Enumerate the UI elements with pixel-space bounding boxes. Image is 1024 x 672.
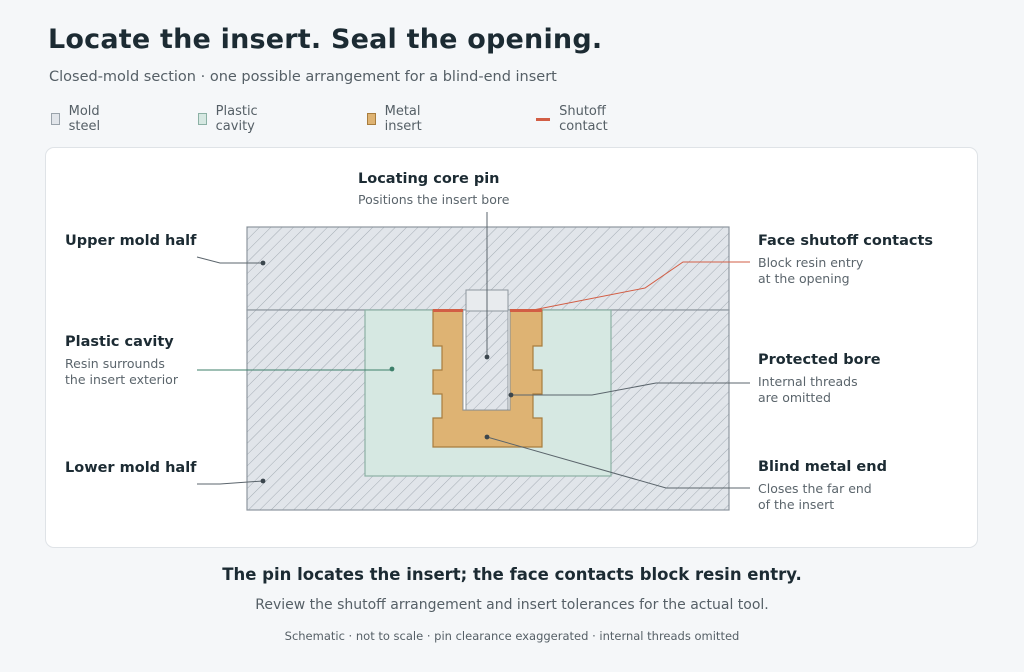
leader-dot-blind-end — [484, 434, 490, 440]
leader-protected-bore — [512, 382, 750, 396]
leader-upper-half — [196, 256, 263, 264]
label-core-pin-desc: Positions the insert bore — [358, 192, 510, 207]
shutoff-contact-swatch — [536, 117, 551, 121]
legend-label-metal-insert: Metal insert — [384, 104, 422, 134]
leader-lower-half — [197, 480, 264, 485]
legend-item-shutoff-contact: Shutoff contact — [536, 104, 618, 134]
leader-dot-core-pin — [484, 354, 490, 360]
label-plastic-cavity-title: Plastic cavity — [65, 334, 174, 350]
metal-insert-swatch — [367, 113, 376, 125]
label-blind-end-desc1: Closes the far end — [758, 481, 872, 496]
label-protected-bore-desc2: are omitted — [758, 390, 831, 405]
page-title: Locate the insert. Seal the opening. — [48, 24, 603, 55]
label-face-shutoff-title: Face shutoff contacts — [758, 233, 933, 249]
footnote-text: Schematic · not to scale · pin clearance… — [284, 629, 740, 643]
leader-dot-upper-half — [260, 260, 266, 266]
legend-label-shutoff-contact: Shutoff contact — [559, 104, 608, 134]
label-lower-half-title: Lower mold half — [65, 460, 197, 476]
label-protected-bore-desc1: Internal threads — [758, 374, 858, 389]
legend-label-mold-steel: Mold steel — [68, 104, 101, 134]
leader-dot-lower-half — [260, 478, 266, 484]
legend-item-mold-steel: Mold steel — [51, 104, 105, 134]
conclusion-text: The pin locates the insert; the face con… — [222, 565, 802, 584]
label-blind-end-desc2: of the insert — [758, 497, 834, 512]
label-face-shutoff-desc2: at the opening — [758, 271, 850, 286]
mold-steel-swatch — [51, 113, 60, 125]
plastic-cavity-swatch — [198, 113, 207, 125]
legend-item-metal-insert: Metal insert — [367, 104, 427, 134]
label-plastic-cavity-desc1: Resin surrounds — [65, 356, 165, 371]
label-plastic-cavity-desc2: the insert exterior — [65, 372, 179, 387]
leader-dot-protected-bore — [508, 392, 514, 398]
page-subtitle: Closed-mold section · one possible arran… — [49, 69, 557, 85]
leader-blind-end — [486, 436, 750, 489]
label-protected-bore-title: Protected bore — [758, 352, 881, 368]
label-face-shutoff-desc1: Block resin entry — [758, 255, 864, 270]
legend-item-plastic-cavity: Plastic cavity — [198, 104, 263, 134]
leader-face-shutoff — [527, 261, 750, 312]
label-core-pin-title: Locating core pin — [358, 171, 500, 187]
legend-label-plastic-cavity: Plastic cavity — [215, 104, 258, 134]
label-upper-half-title: Upper mold half — [65, 233, 197, 249]
leader-dot-plastic-cavity — [389, 366, 395, 372]
review-text: Review the shutoff arrangement and inser… — [255, 597, 769, 613]
label-blind-end-title: Blind metal end — [758, 459, 887, 475]
